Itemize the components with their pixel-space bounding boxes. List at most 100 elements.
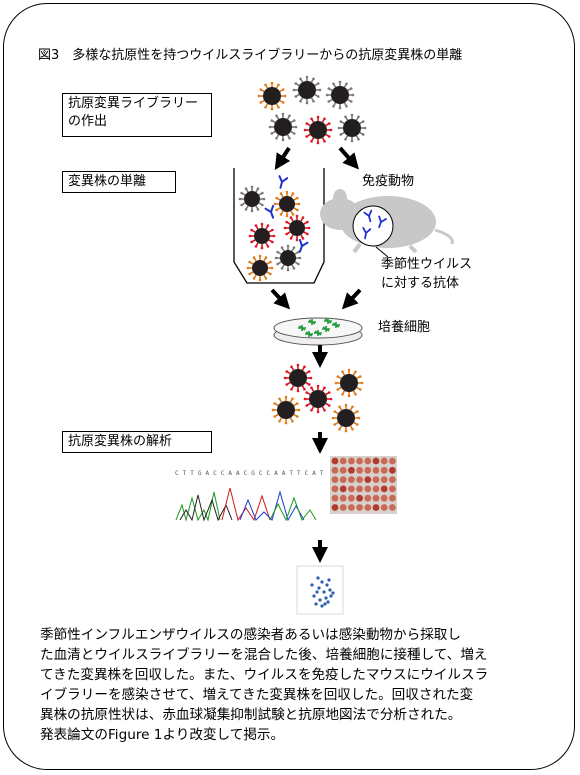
cell-icon	[305, 331, 313, 337]
step-library-creation: 抗原変異ライブラリー の作出	[62, 93, 212, 137]
virion-icon	[257, 81, 287, 111]
plate-well	[372, 485, 380, 493]
virion-icon	[331, 403, 361, 433]
plate-well	[389, 504, 396, 511]
step-library-creation-line1: 抗原変異ライブラリー	[68, 96, 199, 111]
plate-well	[356, 466, 363, 474]
plate-well	[348, 494, 355, 502]
map-point	[324, 596, 328, 600]
virion-icon	[292, 75, 322, 105]
caption-line: 発表論文のFigure 1より改変して掲示。	[40, 727, 285, 743]
cell-icon	[322, 326, 330, 332]
cell-icon	[298, 325, 306, 331]
plate-well	[389, 466, 396, 474]
isolated-virions	[271, 363, 364, 433]
caption-line: た血清とウイルスライブラリーを混合した後、培養細胞に接種して、増え	[40, 647, 488, 663]
virion-icon	[283, 214, 311, 242]
antibody-icon	[363, 209, 373, 223]
virion-icon	[273, 190, 301, 218]
plate-well	[348, 466, 355, 474]
plate-well	[339, 485, 347, 493]
isolation-tube	[233, 168, 325, 284]
sequence-letters: C T T G A C C A A C G C C A A T T C A T	[175, 470, 324, 477]
map-point	[327, 578, 331, 582]
plate-well	[339, 504, 347, 511]
plate-well	[389, 476, 396, 483]
plate-well	[372, 466, 380, 474]
library-virions	[257, 75, 367, 145]
virion-icon	[303, 115, 333, 145]
arrow-to-mouse	[338, 146, 359, 170]
virion-icon	[248, 222, 276, 250]
tube-virions	[238, 185, 311, 282]
map-point	[312, 594, 316, 598]
map-point	[318, 598, 322, 602]
plate-well	[380, 466, 388, 474]
cell-icon	[324, 318, 332, 324]
plate-well	[364, 494, 372, 502]
hi-test-plate	[330, 456, 397, 514]
plate-well	[372, 476, 380, 483]
arrow-mouse-to-dish	[341, 288, 362, 310]
dish-cells	[298, 318, 340, 337]
arrow-to-tube	[274, 146, 291, 171]
plate-well	[331, 504, 339, 511]
plate-well	[331, 466, 339, 474]
antigenic-map	[296, 565, 344, 615]
antibody-icon	[298, 238, 309, 253]
antibody-icon	[278, 175, 289, 189]
sequencing-chromatogram: C T T G A C C A A C G C C A A T T C A T	[175, 470, 324, 522]
antibody-icon	[362, 227, 372, 240]
virion-icon	[274, 244, 302, 272]
cultured-cells-label: 培養細胞	[378, 320, 431, 335]
plate-well	[380, 494, 388, 502]
virion-icon	[283, 363, 313, 393]
plate-well	[364, 476, 372, 483]
antibody-icon	[264, 204, 275, 219]
map-point	[320, 580, 324, 584]
plate-well	[356, 457, 363, 465]
plate-well	[364, 466, 372, 474]
plate-well	[339, 466, 347, 474]
cell-icon	[308, 319, 316, 325]
virion-icon	[238, 185, 266, 213]
plate-well	[372, 494, 380, 502]
map-point	[316, 576, 320, 580]
plate-well	[372, 457, 380, 465]
virion-icon	[303, 384, 333, 414]
map-point	[310, 583, 314, 587]
map-point	[325, 583, 329, 587]
step-library-creation-line2: の作出	[68, 114, 108, 129]
plate-well	[364, 504, 372, 511]
plate-well	[339, 476, 347, 483]
plate-well	[364, 457, 372, 465]
plate-well	[389, 457, 396, 465]
antibody-label-line1: 季節性ウイルス	[381, 257, 473, 272]
step-analysis: 抗原変異株の解析	[62, 431, 212, 453]
plate-well	[380, 504, 388, 511]
step-isolation-label: 変異株の単離	[68, 174, 147, 189]
plate-well	[331, 476, 339, 483]
map-point	[317, 586, 321, 590]
tube-antibodies	[264, 175, 309, 253]
step-isolation: 変異株の単離	[62, 171, 176, 193]
map-point	[326, 600, 330, 604]
plate-well	[348, 457, 355, 465]
caption-line: 異株の抗原性状は、赤血球凝集抑制試験と抗原地図法で分析された。	[40, 707, 462, 723]
figure-caption: 季節性インフルエンザウイルスの感染者あるいは感染動物から採取し た血清とウイルス…	[40, 625, 545, 745]
virion-icon	[271, 395, 301, 425]
plate-well	[331, 485, 339, 493]
virion-icon	[337, 113, 367, 143]
plate-well	[380, 485, 388, 493]
arrow-tube-to-dish	[270, 288, 291, 310]
plate-well	[339, 494, 347, 502]
map-point	[331, 591, 335, 595]
caption-line: てきた変異株を回収した。また、ウイルスを免疫したマウスにウイルスラ	[40, 667, 489, 683]
map-point	[314, 602, 318, 606]
antibody-icon	[378, 215, 387, 228]
map-point	[323, 602, 327, 606]
plate-well	[331, 457, 339, 465]
figure-title: 図3 多様な抗原性を持つウイルスライブラリーからの抗原変異株の単離	[38, 48, 463, 63]
cell-icon	[332, 322, 340, 328]
